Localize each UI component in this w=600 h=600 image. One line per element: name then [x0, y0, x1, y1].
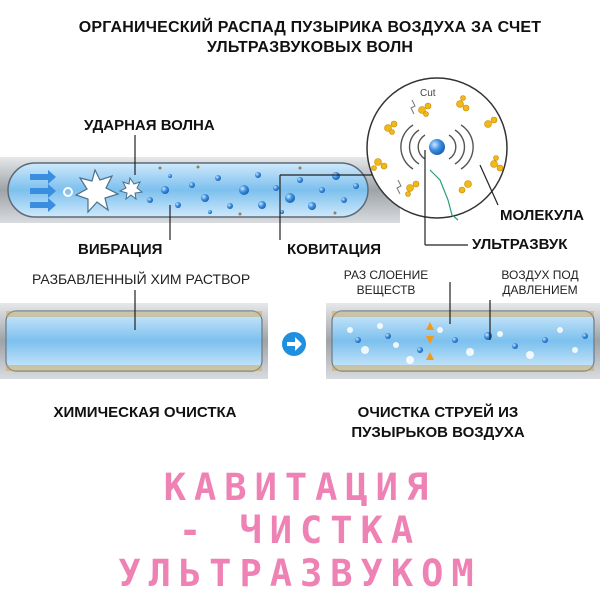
top-pipe: [0, 157, 400, 223]
page-title: ОРГАНИЧЕСКИЙ РАСПАД ПУЗЫРИКА ВОЗДУХА ЗА …: [78, 19, 542, 56]
label-shock-wave: УДАРНАЯ ВОЛНА: [84, 117, 215, 134]
molecules: [371, 95, 504, 197]
magnified-view: [366, 77, 508, 219]
headline-line-2: - ЧИСТКА: [178, 509, 422, 552]
label-diluted-solution: РАЗБАВЛЕННЫЙ ХИМ РАСТВОР: [32, 271, 251, 287]
label-ultrasound: УЛЬТРАЗВУК: [472, 236, 568, 253]
arrow-right-circle-icon: [282, 332, 306, 356]
label-molecule: МОЛЕКУЛА: [500, 207, 584, 224]
label-cavitation: КОВИТАЦИЯ: [287, 241, 382, 258]
headline-line-3: УЛЬТРАЗВУКОМ: [118, 552, 482, 595]
pipe-bubbles: [147, 172, 359, 214]
label-cut: Cut: [420, 88, 436, 99]
caption-bubble-cleaning: ОЧИСТКА СТРУЕЙ ИЗ ПУЗЫРЬКОВ ВОЗДУХА: [351, 404, 525, 441]
label-separation: РАЗ СЛОЕНИЕ ВЕЩЕСТВ: [343, 268, 429, 297]
chemical-pipe: [0, 303, 268, 379]
label-air-pressure: ВОЗДУХ ПОД ДАВЛЕНИЕМ: [501, 268, 579, 297]
label-vibration: ВИБРАЦИЯ: [78, 241, 163, 258]
caption-chemical-cleaning: ХИМИЧЕСКАЯ ОЧИСТКА: [53, 404, 237, 421]
headline-line-1: КАВИТАЦИЯ: [163, 466, 437, 509]
headline: КАВИТАЦИЯ - ЧИСТКА УЛЬТРАЗВУКОМ: [40, 466, 560, 595]
shock-wave-star: [74, 168, 120, 214]
bubble-pipe: [326, 303, 600, 379]
flow-arrows: [30, 170, 56, 212]
